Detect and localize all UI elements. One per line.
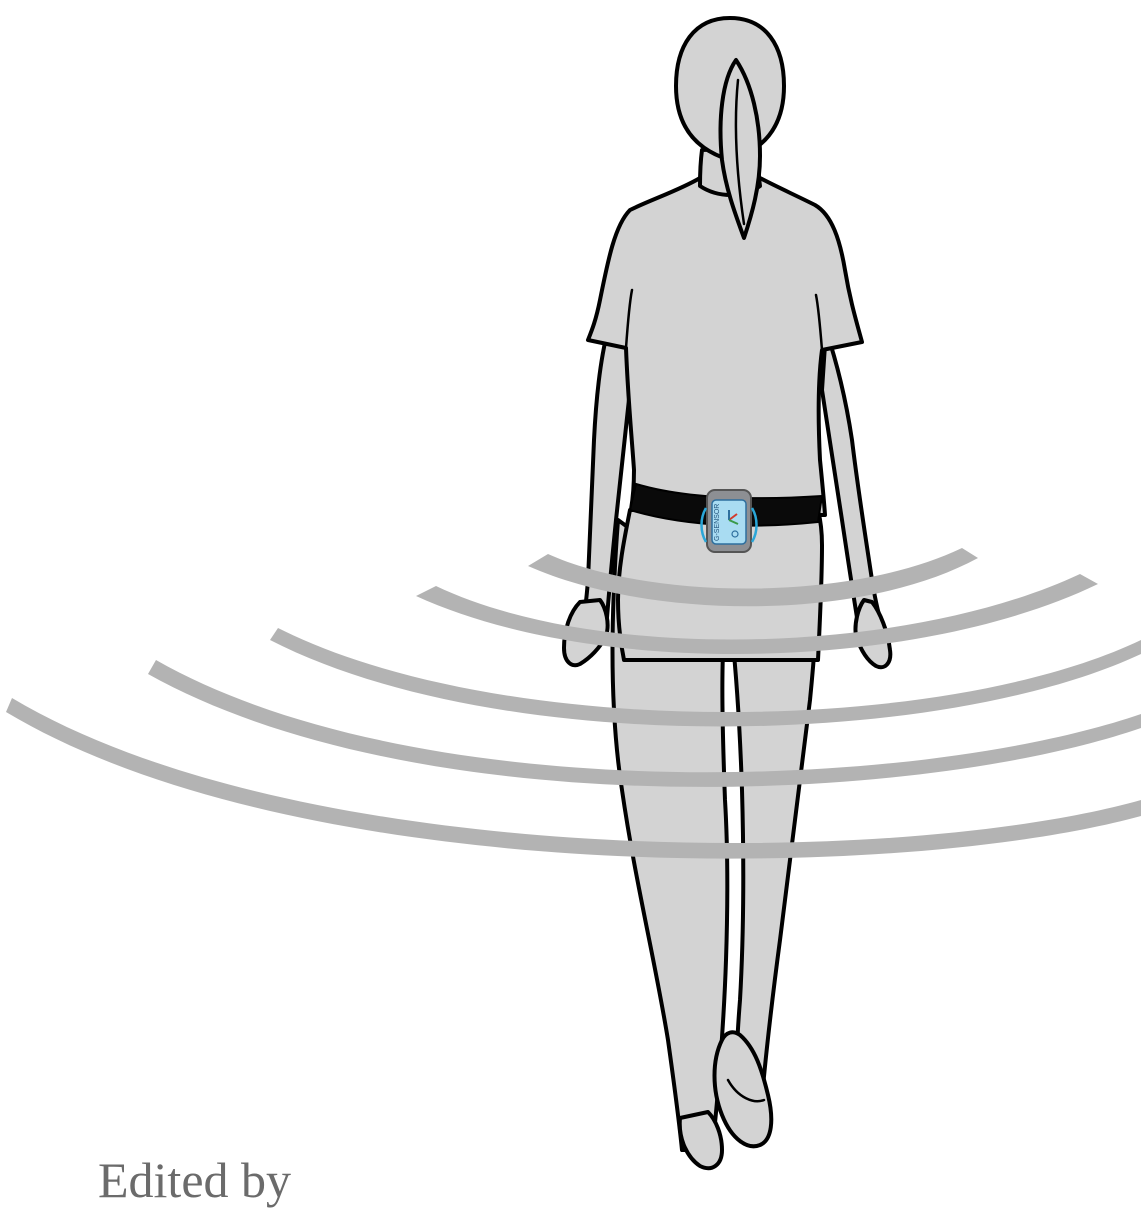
device-label: G-SENSOR [714, 504, 721, 541]
g-sensor-device: G-SENSOR [702, 490, 757, 552]
left-shoe [680, 1112, 722, 1168]
editor-caption: Edited by [98, 1150, 291, 1210]
